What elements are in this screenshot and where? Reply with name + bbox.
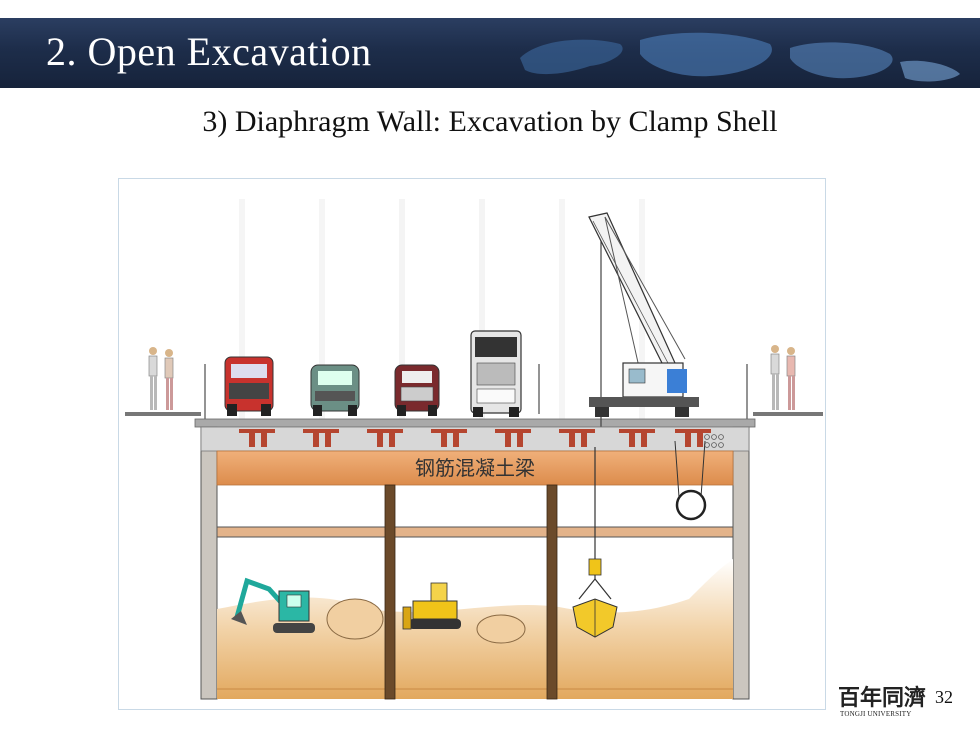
rock-1 bbox=[326, 598, 384, 640]
deck-supports bbox=[239, 429, 711, 447]
king-post-right bbox=[546, 484, 558, 700]
logo-chinese-text: 百年同濟 bbox=[838, 685, 927, 711]
rock-2 bbox=[476, 614, 526, 644]
concrete-beam bbox=[216, 450, 734, 486]
pipe bbox=[675, 489, 707, 521]
logo-english-text: TONGJI UNIVERSITY bbox=[840, 710, 912, 718]
road-deck bbox=[194, 418, 756, 428]
pipe-hanger-right bbox=[700, 440, 706, 498]
ground-right bbox=[753, 412, 823, 416]
mini-excavator bbox=[231, 577, 315, 633]
slide-title: 2. Open Excavation bbox=[46, 29, 372, 74]
pipe-hanger-left bbox=[674, 440, 680, 498]
clamshell-grab bbox=[572, 447, 618, 638]
car-maroon bbox=[394, 364, 440, 416]
king-post-left bbox=[384, 484, 396, 700]
slide-subtitle: 3) Diaphragm Wall: Excavation by Clamp S… bbox=[202, 105, 778, 138]
horizontal-strut bbox=[216, 526, 734, 538]
pedestrians-right bbox=[770, 345, 796, 410]
world-map-graphic bbox=[520, 32, 960, 82]
bulldozer bbox=[402, 582, 461, 630]
concrete-beam-label: 钢筋混凝土梁 bbox=[415, 456, 535, 480]
title-bar: 2. Open Excavation bbox=[0, 18, 980, 88]
car-green bbox=[310, 364, 360, 416]
background-stripes bbox=[239, 199, 645, 429]
crawler-crane bbox=[588, 212, 699, 447]
excavation-illustration: 钢筋混凝土梁 bbox=[125, 199, 823, 700]
excavation-diagram: 钢筋混凝土梁 bbox=[118, 178, 826, 710]
diaphragm-wall-left bbox=[200, 426, 218, 700]
truck-grey bbox=[470, 330, 522, 417]
diaphragm-wall-right bbox=[732, 426, 750, 700]
page-number: 32 bbox=[935, 687, 953, 707]
truck-red bbox=[224, 356, 274, 416]
excavation-soil bbox=[217, 559, 733, 699]
pedestrians-left bbox=[148, 347, 174, 410]
railings bbox=[204, 364, 748, 419]
capping-beam bbox=[200, 426, 750, 452]
university-logo: 百年同濟 TONGJI UNIVERSITY bbox=[838, 680, 927, 718]
ground-left bbox=[125, 412, 201, 416]
